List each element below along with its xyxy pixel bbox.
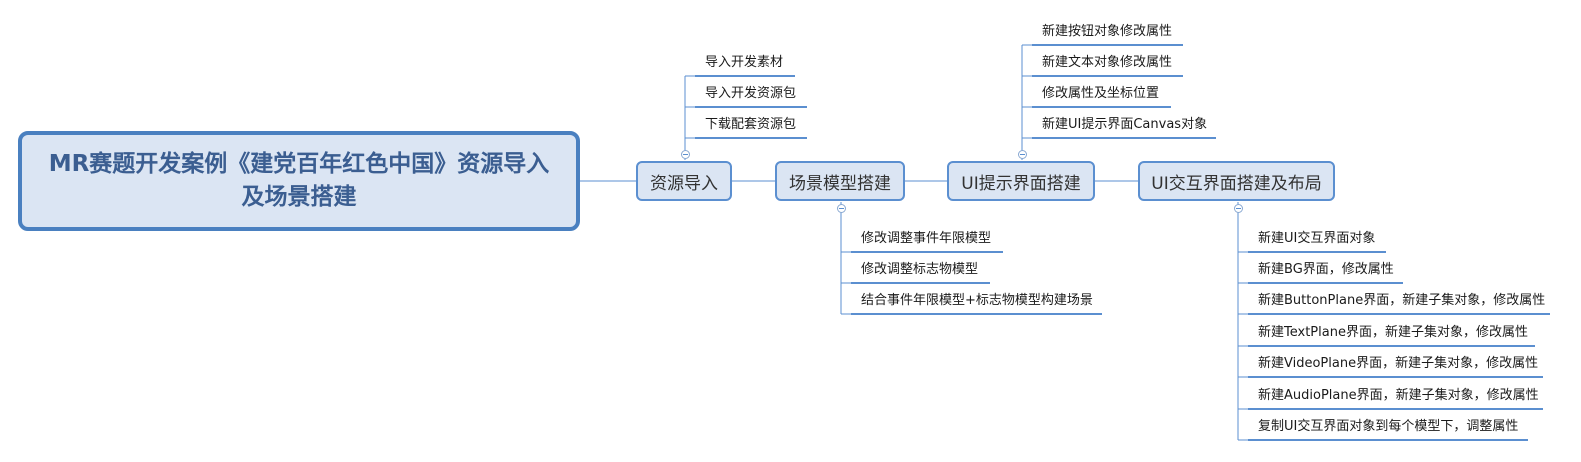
leaf-topic[interactable]: 新建按钮对象修改属性 (1042, 24, 1173, 39)
leaf-topic[interactable]: 下载配套资源包 (705, 117, 797, 132)
leaf-topic[interactable]: 修改调整标志物模型 (861, 262, 979, 277)
leaf-topic[interactable]: 新建UI交互界面对象 (1258, 231, 1376, 246)
leaf-topic[interactable]: 新建ButtonPlane界面，新建子集对象，修改属性 (1258, 293, 1546, 308)
branch-ui-interactive-layout[interactable]: UI交互界面搭建及布局 (1138, 161, 1335, 201)
collapse-toggle-icon[interactable] (837, 204, 846, 213)
leaf-topic[interactable]: 新建TextPlane界面，新建子集对象，修改属性 (1258, 325, 1528, 340)
collapse-toggle-icon[interactable] (1018, 150, 1027, 159)
leaf-topic[interactable]: 新建UI提示界面Canvas对象 (1042, 117, 1208, 132)
collapse-toggle-icon[interactable] (1234, 204, 1243, 213)
leaf-topic[interactable]: 导入开发素材 (705, 55, 784, 70)
leaf-topic[interactable]: 新建VideoPlane界面，新建子集对象，修改属性 (1258, 356, 1539, 371)
leaf-topic[interactable]: 新建文本对象修改属性 (1042, 55, 1173, 70)
root-topic[interactable]: MR赛题开发案例《建党百年红色中国》资源导入及场景搭建 (18, 131, 580, 231)
leaf-topic[interactable]: 复制UI交互界面对象到每个模型下，调整属性 (1258, 419, 1519, 434)
leaf-topic[interactable]: 结合事件年限模型+标志物模型构建场景 (861, 293, 1093, 308)
leaf-topic[interactable]: 新建AudioPlane界面，新建子集对象，修改属性 (1258, 388, 1539, 403)
branch-ui-prompt-interface[interactable]: UI提示界面搭建 (947, 161, 1095, 201)
collapse-toggle-icon[interactable] (681, 150, 690, 159)
leaf-topic[interactable]: 修改调整事件年限模型 (861, 231, 992, 246)
branch-scene-model-building[interactable]: 场景模型搭建 (775, 161, 905, 201)
branch-resource-import[interactable]: 资源导入 (636, 161, 732, 201)
leaf-topic[interactable]: 导入开发资源包 (705, 86, 797, 101)
leaf-topic[interactable]: 修改属性及坐标位置 (1042, 86, 1160, 101)
leaf-topic[interactable]: 新建BG界面，修改属性 (1258, 262, 1394, 277)
